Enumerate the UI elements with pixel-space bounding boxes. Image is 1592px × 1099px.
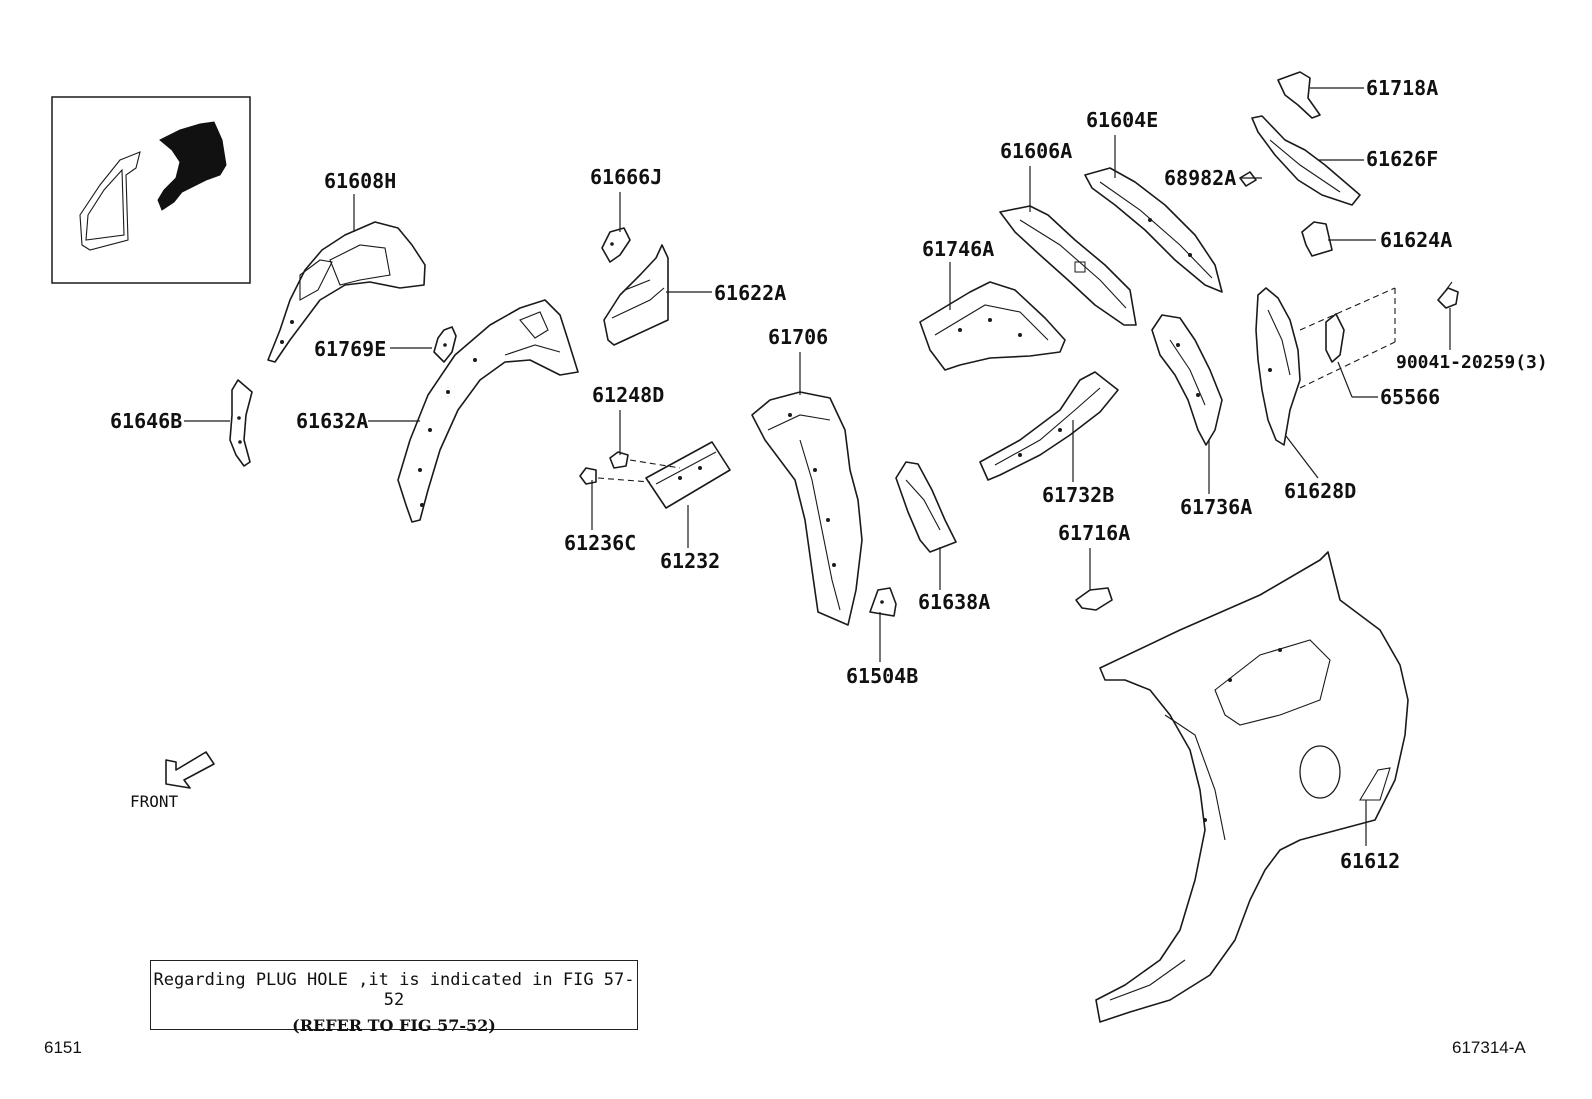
label-61646b: 61646B	[110, 409, 182, 433]
part-90041-bolt	[1437, 281, 1459, 309]
label-61624a: 61624A	[1380, 228, 1452, 252]
label-61736a: 61736A	[1180, 495, 1252, 519]
part-61504b	[869, 587, 897, 617]
part-61638a	[895, 461, 957, 553]
plug-hole-note: Regarding PLUG HOLE ,it is indicated in …	[150, 960, 638, 1035]
front-label: FRONT	[130, 792, 179, 811]
label-68982a: 68982A	[1164, 166, 1236, 190]
part-61232	[645, 441, 731, 509]
part-61624a	[1301, 221, 1333, 257]
label-61638a: 61638A	[918, 590, 990, 614]
note-line-1: Regarding PLUG HOLE ,it is indicated in …	[153, 970, 635, 1010]
label-61608h: 61608H	[324, 169, 396, 193]
part-61612	[1095, 551, 1409, 1023]
part-61236c	[579, 467, 597, 485]
part-61628d	[1255, 287, 1301, 446]
note-line-2: (REFER TO FIG 57-52)	[292, 1016, 496, 1035]
diagram-id: 617314-A	[1452, 1038, 1526, 1057]
part-61248d	[609, 451, 629, 469]
label-61236c: 61236C	[564, 531, 636, 555]
figure-number: 6151	[44, 1038, 82, 1057]
label-61732b: 61732B	[1042, 483, 1114, 507]
part-61769e	[433, 326, 457, 363]
label-61504b: 61504B	[846, 664, 918, 688]
label-61716a: 61716A	[1058, 521, 1130, 545]
label-61612: 61612	[1340, 849, 1400, 873]
part-61604e	[1084, 167, 1223, 293]
label-61622a: 61622A	[714, 281, 786, 305]
label-61632a: 61632A	[296, 409, 368, 433]
part-61718a	[1277, 71, 1321, 119]
label-61232: 61232	[660, 549, 720, 573]
label-61606a: 61606A	[1000, 139, 1072, 163]
label-61769e: 61769E	[314, 337, 386, 361]
part-61622a	[603, 244, 669, 346]
part-61608h	[267, 221, 426, 363]
part-61666j	[601, 227, 631, 263]
label-61628d: 61628D	[1284, 479, 1356, 503]
label-61746a: 61746A	[922, 237, 994, 261]
label-61626f: 61626F	[1366, 147, 1438, 171]
label-61666j: 61666J	[590, 165, 662, 189]
label-65566: 65566	[1380, 385, 1440, 409]
part-61736a	[1151, 314, 1223, 446]
part-61732b	[979, 371, 1119, 481]
part-61646b	[229, 379, 253, 467]
leader-lines	[184, 87, 1451, 846]
part-61606a	[999, 205, 1137, 326]
part-61746a	[919, 281, 1066, 371]
part-65566	[1325, 313, 1345, 363]
label-61706: 61706	[768, 325, 828, 349]
label-61604e: 61604E	[1086, 108, 1158, 132]
front-arrow-icon	[165, 751, 215, 789]
part-61626f	[1251, 115, 1361, 206]
label-61718a: 61718A	[1366, 76, 1438, 100]
label-90041-20259: 90041-20259(3)	[1396, 352, 1548, 373]
part-68982a	[1239, 171, 1257, 187]
label-61248d: 61248D	[592, 383, 664, 407]
inset-thumbnail	[51, 96, 251, 284]
part-61706	[751, 391, 863, 626]
part-61716a	[1075, 587, 1113, 611]
part-61632a	[397, 299, 579, 523]
